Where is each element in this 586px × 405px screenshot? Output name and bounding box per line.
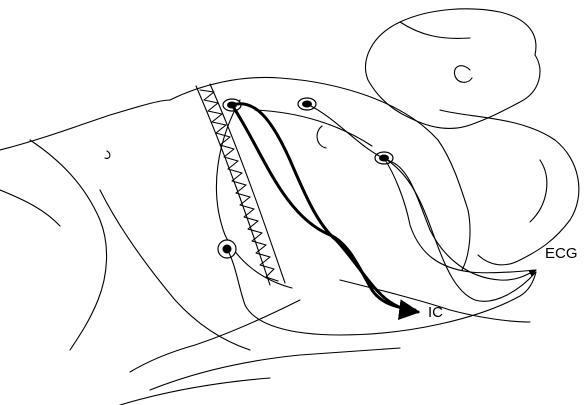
head-outline [366,9,540,129]
lower-body-line [150,348,400,390]
arm-underside [130,300,300,372]
torso-outline [0,100,170,150]
ic-label: IC [428,304,443,321]
shoulder-outline [170,77,470,270]
electrodes [218,98,393,258]
ear-outline [454,66,472,83]
pillow-fold [530,160,547,222]
lower-body-line-2 [120,378,270,405]
face-line [400,22,470,38]
ecg-lead-3 [227,249,536,335]
ecg-label: ECG [545,245,578,262]
ecg-lead-1 [307,104,536,280]
navel-mark [105,151,110,158]
ic-lead-1 [232,105,415,310]
patient-body [0,9,579,405]
leg-outline [0,190,60,226]
electrode-belt [196,84,285,285]
ic-lead-2 [232,104,418,312]
hip-outline [30,140,107,350]
belly-outline [100,190,250,350]
navel [317,126,326,148]
ic-leads [232,104,418,312]
